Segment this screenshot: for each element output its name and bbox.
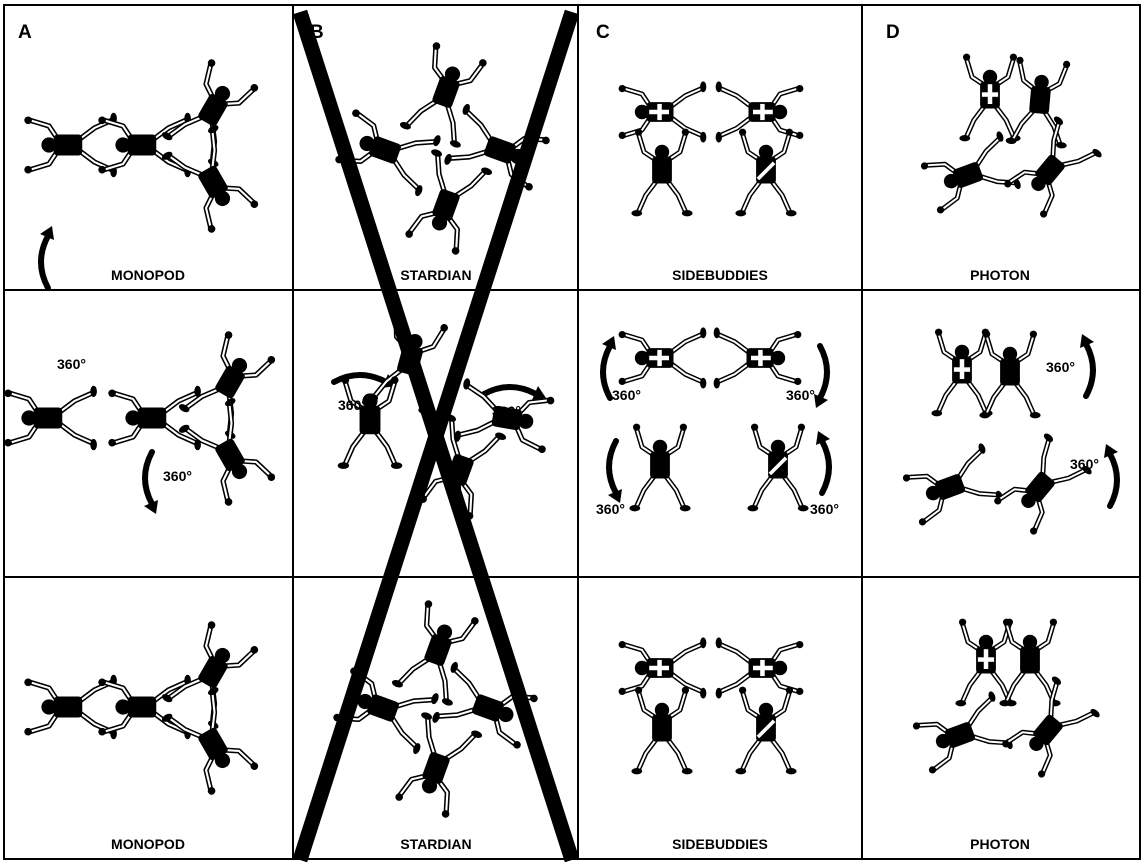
- cell-c3-formation: [619, 637, 804, 774]
- cell-label-c3: SIDEBUDDIES: [672, 836, 768, 852]
- cell-d2-formation: [901, 329, 1118, 539]
- rotation-label-c2-upper-right: 360°: [786, 387, 815, 403]
- rotation-label-c2-lower-left: 360°: [596, 501, 625, 517]
- rotation-label-d2-lower: 360°: [1070, 456, 1099, 472]
- rotation-label-c2-lower-right: 360°: [810, 501, 839, 517]
- rotation-label-b2-left: 360°: [338, 397, 367, 413]
- cell-d3-formation: [911, 619, 1102, 782]
- cell-label-b1: STARDIAN: [400, 267, 471, 283]
- rotation-label-d2-upper: 360°: [1046, 359, 1075, 375]
- cell-label-c1: SIDEBUDDIES: [672, 267, 768, 283]
- cell-c2-formation: [602, 327, 830, 511]
- cell-d1-formation: [919, 54, 1104, 222]
- column-letter-d: D: [886, 22, 900, 43]
- rotation-label-b2-right: 360°: [492, 403, 521, 419]
- cell-label-a3: MONOPOD: [111, 836, 185, 852]
- cell-a1-formation: [24, 56, 263, 236]
- cell-label-a1: MONOPOD: [111, 267, 185, 283]
- cell-label-b3: STARDIAN: [400, 836, 471, 852]
- cell-c1-formation: [619, 81, 804, 216]
- rotation-label-a2-lower: 360°: [163, 468, 192, 484]
- cell-label-d1: PHOTON: [970, 267, 1030, 283]
- rotation-label-a2-upper: 360°: [57, 356, 86, 372]
- column-letter-a: A: [18, 22, 32, 43]
- rotation-label-c2-upper-left: 360°: [612, 387, 641, 403]
- cell-label-d3: PHOTON: [970, 836, 1030, 852]
- column-letter-c: C: [596, 22, 610, 43]
- cell-a3-formation: [24, 618, 263, 798]
- cell-b3-formation: [331, 598, 540, 820]
